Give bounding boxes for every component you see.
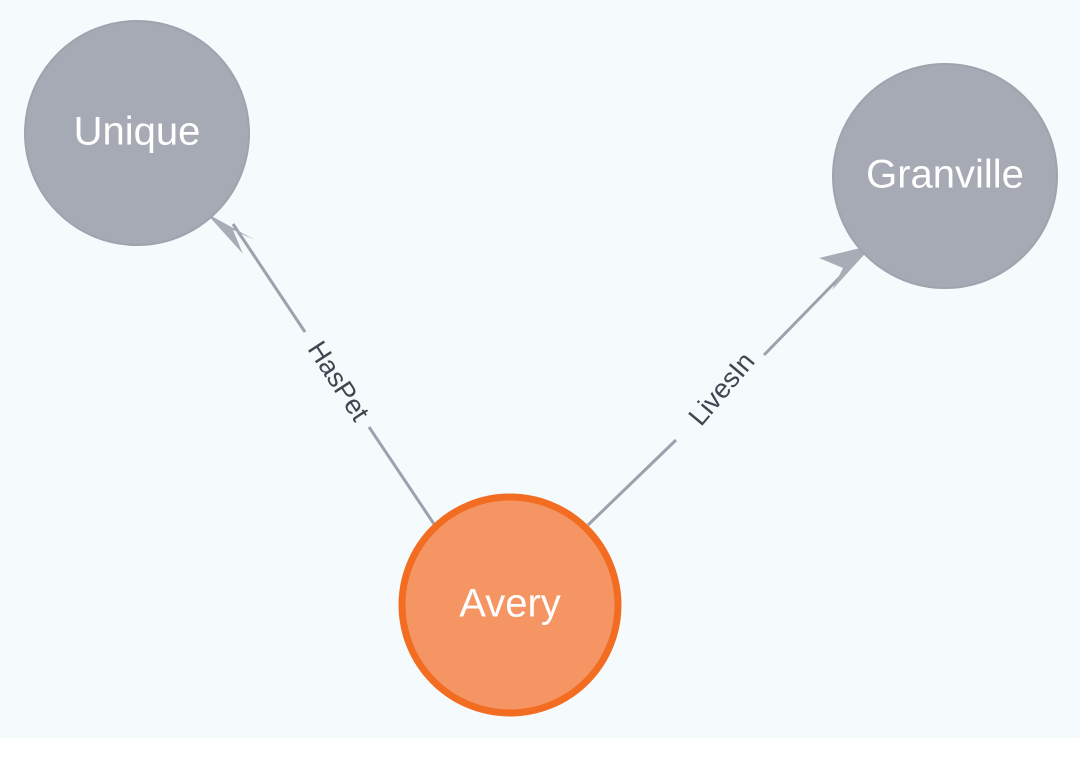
edge-haspet-arrowhead: [206, 213, 255, 254]
edge-haspet[interactable]: HasPet: [206, 213, 438, 528]
node-granville[interactable]: Granville: [832, 63, 1058, 289]
node-unique[interactable]: Unique: [24, 20, 250, 246]
node-unique-circle[interactable]: [24, 20, 250, 246]
edge-haspet-line-lower: [367, 426, 438, 528]
edge-livesin-label: LivesIn: [683, 346, 761, 431]
graph-svg: HasPet LivesIn Unique Granville Avery: [24, 20, 1058, 717]
edge-livesin-arrowhead: [819, 245, 873, 290]
edge-livesin-line-upper: [762, 271, 846, 357]
node-avery[interactable]: Avery: [398, 493, 622, 717]
node-avery-circle[interactable]: [398, 493, 622, 717]
node-granville-label: Granville: [866, 153, 1024, 197]
edge-livesin-line-lower: [586, 438, 678, 527]
canvas-bottom-margin: [0, 738, 1080, 761]
edge-haspet-label: HasPet: [302, 336, 376, 427]
node-granville-circle[interactable]: [832, 63, 1058, 289]
graph-canvas[interactable]: HasPet LivesIn Unique Granville Avery: [0, 0, 1080, 738]
edge-haspet-line-upper: [231, 223, 307, 333]
edge-livesin[interactable]: LivesIn: [586, 245, 873, 527]
node-unique-label: Unique: [74, 110, 201, 154]
node-avery-label: Avery: [459, 582, 561, 626]
